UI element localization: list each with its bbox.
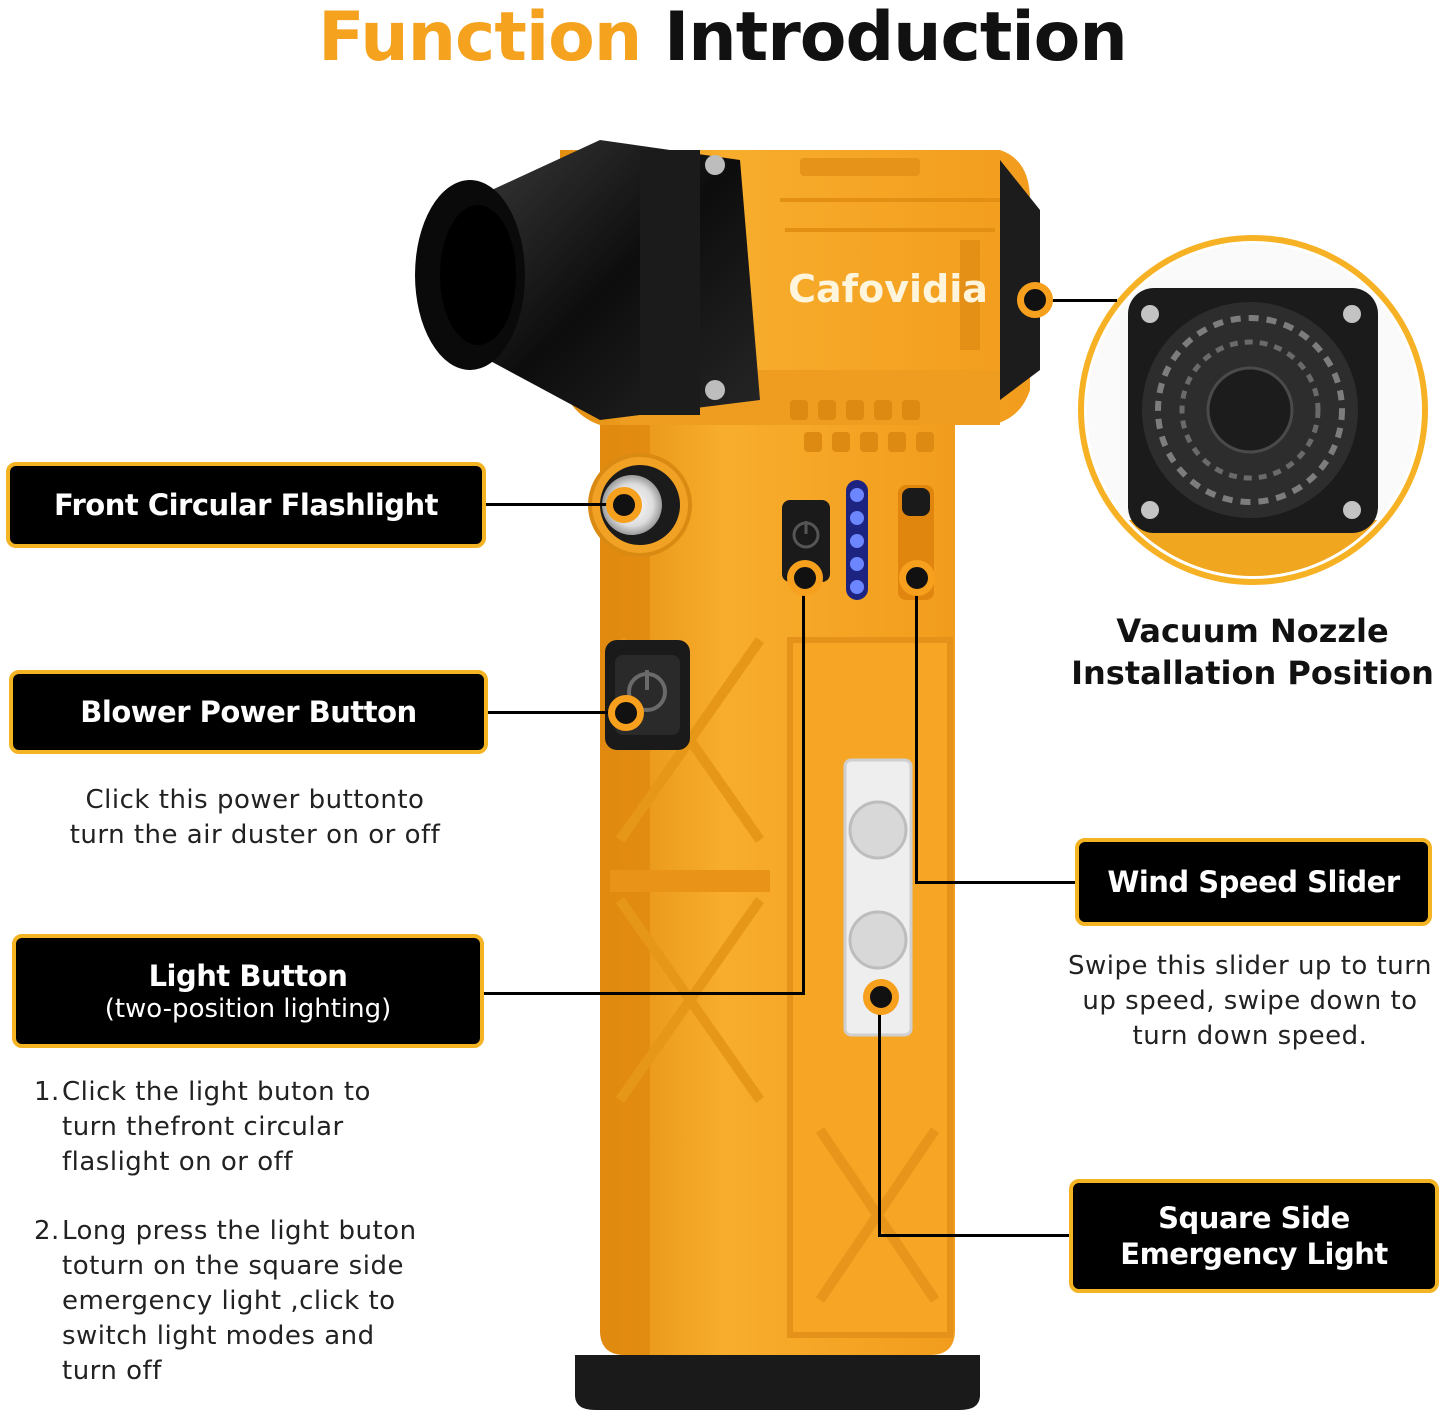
desc-wind-line3: turn down speed. — [1132, 1021, 1368, 1051]
light-step-2-line2: toturn on the square side — [62, 1251, 404, 1281]
connector-light-button-h — [482, 992, 805, 995]
desc-wind-slider: Swipe this slider up to turn up speed, s… — [1055, 949, 1445, 1054]
connector-wind-h — [915, 881, 1077, 884]
label-emergency-light-line2: Emergency Light — [1120, 1237, 1388, 1271]
label-vacuum-line2: Installation Position — [1071, 654, 1434, 692]
light-step-2-number: 2. — [34, 1216, 60, 1246]
desc-wind-line1: Swipe this slider up to turn — [1068, 951, 1432, 981]
label-vacuum-line1: Vacuum Nozzle — [1116, 612, 1389, 650]
desc-power-line1: Click this power buttonto — [85, 785, 425, 815]
label-light-button-subtext: (two-position lighting) — [104, 994, 392, 1024]
marker-light-button — [787, 560, 823, 596]
marker-vacuum-nozzle — [1017, 282, 1053, 318]
label-emergency-light-line1: Square Side — [1158, 1201, 1350, 1235]
marker-wind-slider — [899, 560, 935, 596]
label-wind-speed: Wind Speed Slider — [1075, 838, 1432, 926]
light-step-2-line1: Long press the light buton — [62, 1216, 417, 1246]
blower-power-part — [605, 640, 690, 750]
label-blower-power-text: Blower Power Button — [80, 695, 417, 729]
vacuum-nozzle-inset — [1078, 235, 1428, 585]
page-title: Function Introduction — [0, 0, 1445, 76]
light-button-part — [782, 500, 830, 582]
light-step-1-line2: turn thefront circular — [62, 1112, 344, 1142]
light-step-1-number: 1. — [34, 1077, 60, 1107]
title-word-introduction: Introduction — [664, 0, 1128, 77]
desc-power-line2: turn the air duster on or off — [69, 820, 441, 850]
label-front-flashlight-text: Front Circular Flashlight — [54, 488, 438, 522]
label-blower-power: Blower Power Button — [9, 670, 488, 754]
light-step-2-line3: emergency light ,click to — [62, 1286, 396, 1316]
label-emergency-light: Square Side Emergency Light — [1069, 1179, 1439, 1293]
connector-blower-power — [486, 711, 626, 714]
marker-emergency-light — [863, 979, 899, 1015]
label-wind-speed-text: Wind Speed Slider — [1107, 865, 1400, 899]
speed-indicator — [846, 480, 868, 600]
label-light-button-text: Light Button — [148, 959, 348, 993]
connector-wind-v — [915, 578, 918, 884]
connector-front-flashlight — [484, 503, 624, 506]
marker-front-flashlight — [606, 487, 642, 523]
light-step-2-line5: turn off — [62, 1356, 162, 1386]
blower-nozzle — [415, 140, 760, 420]
light-step-2: 2. Long press the light buton toturn on … — [34, 1214, 494, 1389]
label-light-button: Light Button (two-position lighting) — [12, 934, 484, 1048]
title-word-function: Function — [318, 0, 642, 77]
connector-emergency-h — [878, 1234, 1072, 1237]
brand-logo: Cafovidia — [788, 267, 988, 311]
light-step-1-line3: flaslight on or off — [62, 1147, 293, 1177]
marker-blower-power — [608, 695, 644, 731]
label-front-flashlight: Front Circular Flashlight — [6, 462, 486, 548]
connector-light-button-v — [802, 578, 805, 994]
desc-power-button: Click this power buttonto turn the air d… — [0, 783, 510, 853]
desc-wind-line2: up speed, swipe down to — [1082, 986, 1418, 1016]
light-step-1-line1: Click the light buton to — [62, 1077, 371, 1107]
label-vacuum-nozzle: Vacuum Nozzle Installation Position — [1065, 610, 1440, 694]
connector-vacuum — [1035, 299, 1117, 302]
light-step-2-line4: switch light modes and — [62, 1321, 375, 1351]
light-steps-list: 1. Click the light buton to turn thefron… — [34, 1075, 494, 1389]
connector-emergency-v — [878, 997, 881, 1237]
light-step-1: 1. Click the light buton to turn thefron… — [34, 1075, 494, 1180]
desc-light-steps: 1. Click the light buton to turn thefron… — [34, 1075, 494, 1419]
emergency-light-panel — [843, 758, 913, 1037]
base — [575, 1355, 980, 1410]
vent-grille — [790, 400, 934, 452]
